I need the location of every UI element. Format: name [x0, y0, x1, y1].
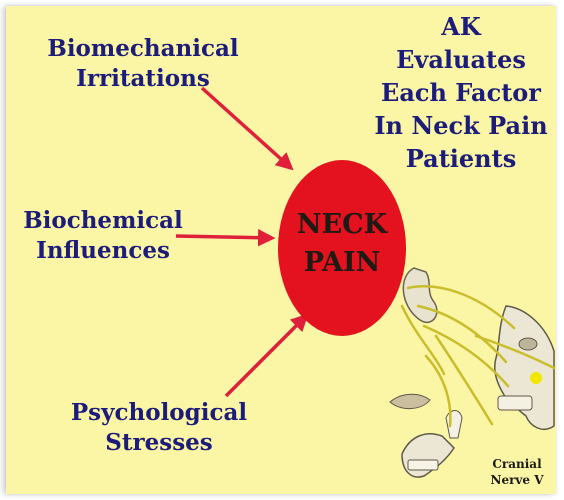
ganglion-shape — [530, 372, 542, 384]
arrow-biochemical — [176, 236, 272, 238]
poster-card: Biomechanical Irritations Biochemical In… — [6, 6, 556, 494]
center-label-line: PAIN — [278, 244, 406, 282]
arrow-biomechanical — [202, 88, 291, 168]
tongue-shape — [390, 394, 430, 408]
face-profile — [495, 306, 554, 429]
ear-shape — [403, 268, 437, 322]
center-label-line: NECK — [278, 206, 406, 244]
caption-line: Nerve V — [482, 472, 552, 488]
arrow-psychological — [226, 316, 306, 396]
jaw-shape — [402, 434, 454, 477]
lower-teeth-shape — [408, 460, 438, 470]
tooth-shape — [446, 411, 462, 439]
caption-line: Cranial — [482, 456, 552, 472]
illustration-caption: Cranial Nerve V — [482, 456, 552, 488]
cranial-nerve-illustration — [390, 268, 554, 477]
teeth-shape — [498, 396, 532, 410]
eye-shape — [519, 338, 537, 350]
neck-pain-label: NECK PAIN — [278, 206, 406, 282]
